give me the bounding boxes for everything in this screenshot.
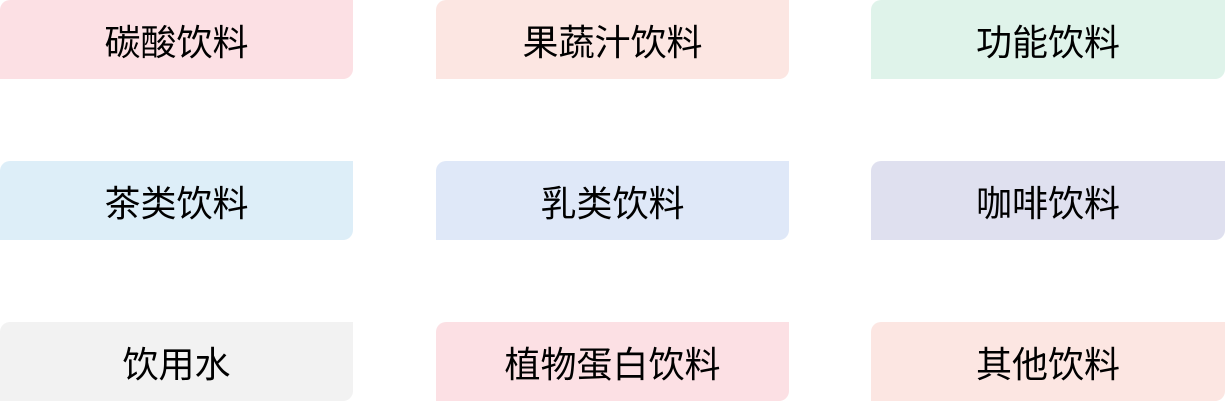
category-functional[interactable]: 功能饮料 xyxy=(871,0,1225,79)
category-label: 茶类饮料 xyxy=(104,183,249,225)
category-label: 乳类饮料 xyxy=(540,183,685,225)
category-coffee[interactable]: 咖啡饮料 xyxy=(871,161,1225,240)
category-tea[interactable]: 茶类饮料 xyxy=(0,161,353,240)
category-label: 饮用水 xyxy=(122,344,231,386)
category-label: 功能饮料 xyxy=(975,22,1120,64)
category-dairy[interactable]: 乳类饮料 xyxy=(436,161,789,240)
category-label: 咖啡饮料 xyxy=(975,183,1120,225)
category-label: 植物蛋白饮料 xyxy=(504,344,721,386)
category-plant-protein[interactable]: 植物蛋白饮料 xyxy=(436,322,789,401)
category-label: 果蔬汁饮料 xyxy=(522,22,703,64)
category-water[interactable]: 饮用水 xyxy=(0,322,353,401)
category-label: 其他饮料 xyxy=(975,344,1120,386)
category-label: 碳酸饮料 xyxy=(104,22,249,64)
category-other[interactable]: 其他饮料 xyxy=(871,322,1225,401)
category-juice[interactable]: 果蔬汁饮料 xyxy=(436,0,789,79)
category-carbonated[interactable]: 碳酸饮料 xyxy=(0,0,353,79)
